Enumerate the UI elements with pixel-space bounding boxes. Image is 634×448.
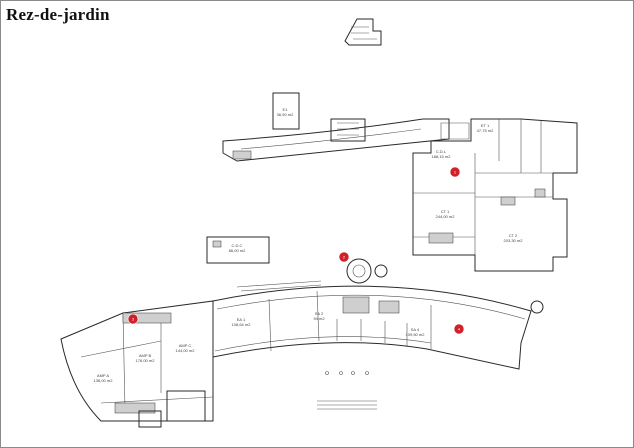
right-building: [412, 118, 578, 272]
marker-4-number: 4: [458, 327, 461, 332]
upper-wing: [222, 92, 450, 162]
room-label-cdl: C.D.L: [436, 149, 447, 154]
marker-3[interactable]: 3: [127, 313, 139, 325]
room-area-ct2: 203,30 m2: [504, 238, 524, 243]
room-area-et1: 47,75 m2: [477, 128, 494, 133]
room-label-sa2: SA 2: [315, 311, 324, 316]
marker-1[interactable]: 1: [449, 166, 461, 178]
room-area-ct1: 244,00 m2: [436, 214, 456, 219]
marker-2-number: 2: [343, 255, 346, 260]
marker-4[interactable]: 4: [453, 323, 465, 335]
floor-title: Rez-de-jardin: [6, 5, 110, 24]
room-label-et1: ET 1: [481, 123, 490, 128]
room-label-ct2: CT 2: [509, 233, 518, 238]
round-tower: [346, 258, 388, 284]
exterior-steps: [317, 371, 377, 410]
room-area-ea1: 108,64 m2: [232, 322, 252, 327]
room-label-amp-c: AMP C: [179, 343, 192, 348]
main-curved-wing: [212, 280, 544, 370]
room-label-amp-b: AMP B: [139, 353, 152, 358]
marker-3-number: 3: [132, 317, 135, 322]
room-area-cdl: 188,15 m2: [432, 154, 452, 159]
room-label-e1: E1: [283, 107, 289, 112]
room-area-amp-c: 144,00 m2: [176, 348, 196, 353]
left-amphitheatre-wing: [60, 300, 214, 428]
marker-2[interactable]: 2: [338, 251, 350, 263]
room-area-amp-a: 136,00 m2: [94, 378, 114, 383]
room-area-e1: 36,50 m2: [277, 112, 294, 117]
isolated-room: [206, 236, 270, 264]
room-area-sa4: 109,50 m2: [406, 332, 426, 337]
room-label-ea1: EA 1: [237, 317, 246, 322]
room-label-cdc: C.D.C: [232, 243, 243, 248]
room-label-ct1: CT 1: [441, 209, 450, 214]
stair-block-top: [344, 18, 382, 46]
room-area-amp-b: 176,00 m2: [136, 358, 156, 363]
room-label-sa4: SA 4: [411, 327, 420, 332]
marker-1-number: 1: [454, 170, 457, 175]
room-label-amp-a: AMP A: [97, 373, 109, 378]
room-area-sa2: 94 m2: [313, 316, 325, 321]
room-area-cdc: 86,00 m2: [229, 248, 246, 253]
room-labels: EA 1 108,64 m2 SA 2 94 m2 AMP B 176,00 m…: [94, 107, 524, 383]
